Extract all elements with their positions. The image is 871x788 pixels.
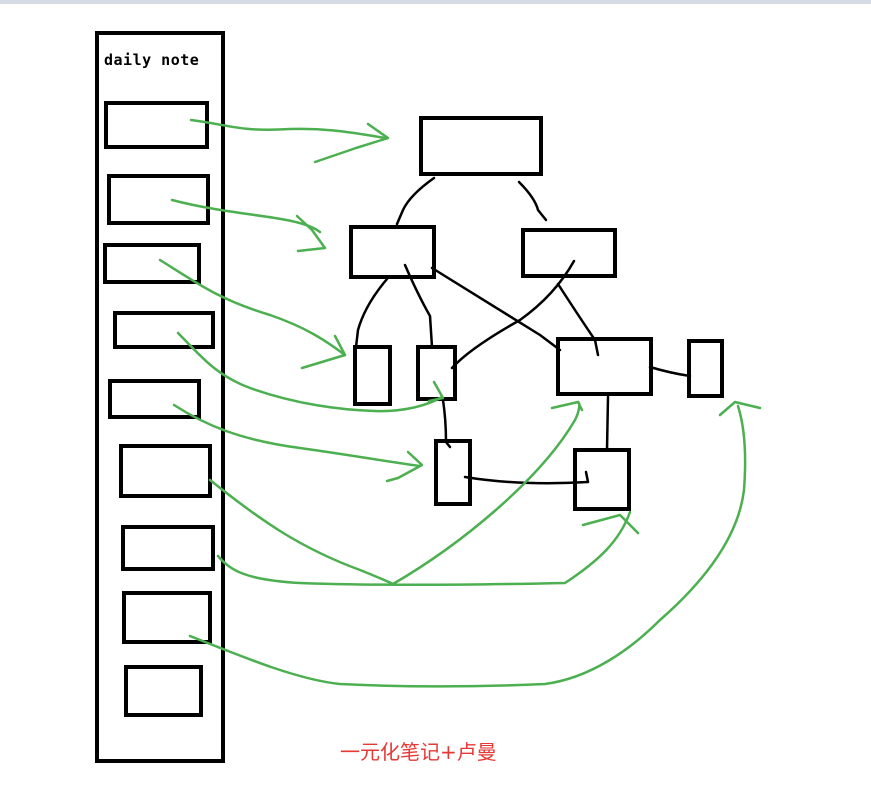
arrow-entry-5-to-tall bbox=[172, 403, 422, 468]
daily-note-entry-8 bbox=[122, 591, 212, 644]
daily-note-entry-4 bbox=[113, 311, 215, 349]
daily-note-entry-3 bbox=[103, 243, 201, 284]
arrow-entry-6-to-hub bbox=[208, 400, 581, 586]
arrow-entry-3-to-leaf-a bbox=[158, 258, 347, 357]
arrowhead-side bbox=[718, 400, 762, 417]
arrow-entry-8-to-side bbox=[188, 404, 747, 688]
link-arrows bbox=[158, 118, 762, 688]
node-leaf-a bbox=[353, 345, 392, 406]
node-left bbox=[349, 225, 436, 279]
connector-root-left bbox=[395, 176, 436, 226]
arrowhead-root bbox=[313, 122, 390, 164]
daily-note-entry-1 bbox=[104, 101, 209, 149]
connector-hub-to-side bbox=[648, 365, 692, 378]
arrowhead-hub bbox=[550, 400, 584, 412]
graph-nodes bbox=[349, 116, 724, 511]
connector-left-to-hub bbox=[430, 266, 562, 352]
node-tall bbox=[434, 439, 472, 506]
arrowhead-leaf-b bbox=[427, 380, 445, 403]
arrowhead-leaf-a bbox=[300, 334, 347, 370]
arrowhead-left bbox=[295, 214, 327, 253]
daily-note-entry-9 bbox=[124, 665, 203, 717]
connector-right-to-leaf-b bbox=[450, 259, 576, 370]
arrowhead-square bbox=[581, 513, 640, 535]
arrowhead-tall bbox=[385, 450, 424, 483]
daily-note-entry-5 bbox=[108, 379, 201, 419]
connector-left-to-leaf-a bbox=[354, 277, 389, 349]
connector-right-to-hub bbox=[556, 282, 600, 357]
daily-note-entry-7 bbox=[121, 525, 215, 571]
connector-left-to-leaf-b bbox=[403, 263, 434, 349]
node-root bbox=[419, 116, 543, 176]
node-square bbox=[573, 448, 631, 511]
daily-note-entries bbox=[103, 101, 215, 717]
connector-tall-to-square bbox=[463, 470, 590, 485]
daily-note-entry-6 bbox=[119, 444, 212, 498]
daily-note-entry-2 bbox=[107, 174, 210, 225]
arrow-entry-4-to-leaf-b bbox=[176, 331, 444, 413]
node-hub bbox=[556, 337, 653, 396]
daily-note-panel bbox=[95, 31, 225, 763]
node-leaf-b bbox=[416, 345, 457, 401]
node-right bbox=[521, 228, 617, 278]
daily-note-title: daily note bbox=[104, 51, 200, 69]
connector-root-right bbox=[517, 180, 548, 222]
diagram-caption: 一元化笔记+卢曼 bbox=[340, 740, 497, 764]
connector-hub-to-square bbox=[605, 395, 610, 452]
arrow-entry-1-to-root bbox=[189, 118, 387, 140]
graph-connectors bbox=[354, 176, 692, 485]
arrow-entry-7-to-square bbox=[216, 510, 632, 587]
window-top-bar bbox=[0, 0, 871, 4]
node-side bbox=[687, 339, 724, 398]
